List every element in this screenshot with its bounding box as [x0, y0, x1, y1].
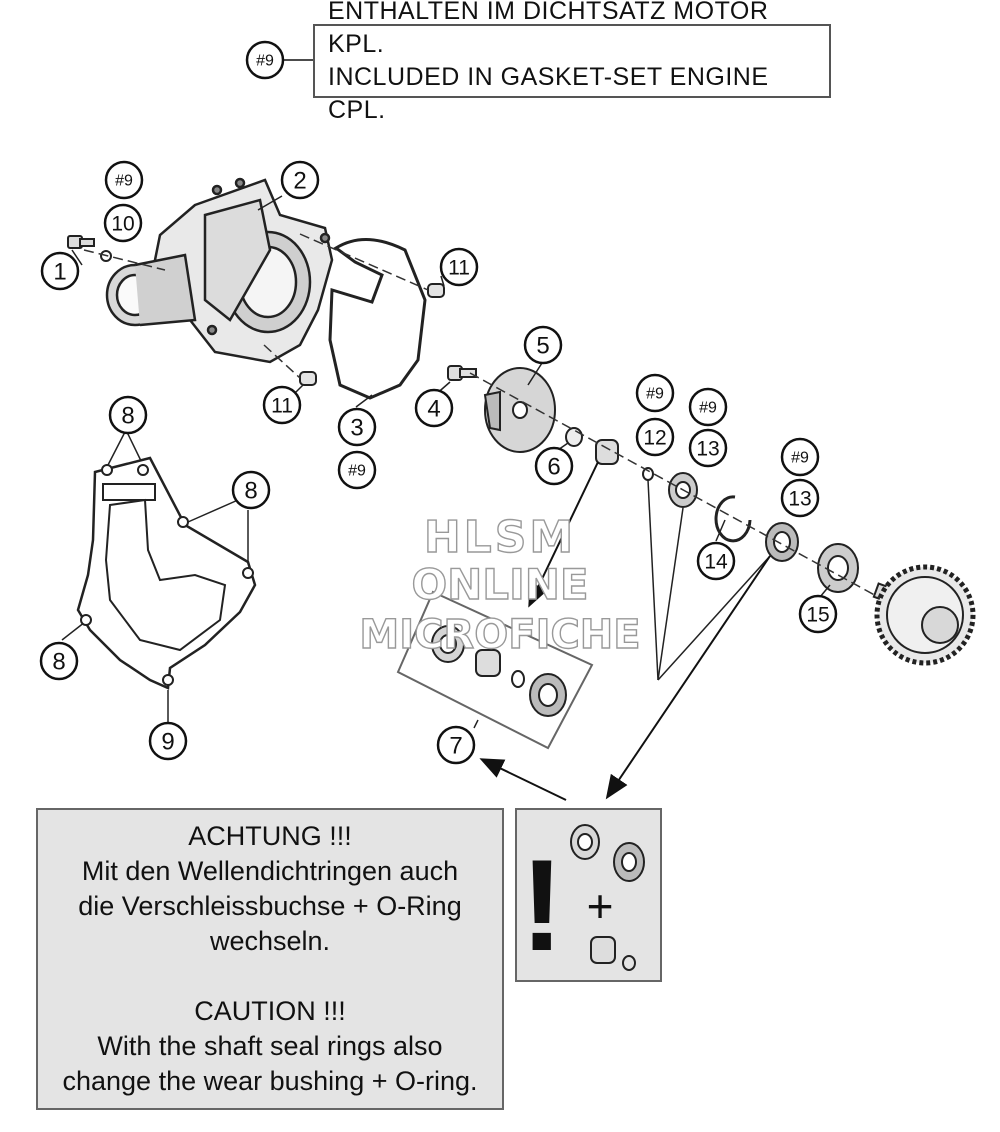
- warning-text-german-2: die Verschleissbuchse + O-Ring: [78, 891, 462, 921]
- callout-13-a: 13: [688, 428, 728, 468]
- warning-title-english: CAUTION !!!: [194, 996, 346, 1026]
- callout-hash9-e: #9: [780, 437, 820, 477]
- svg-text:8: 8: [52, 649, 65, 676]
- replacement-icon-box: ! +: [515, 808, 662, 982]
- note-line-german: ENTHALTEN IM DICHTSATZ MOTOR KPL.: [328, 0, 769, 58]
- callout-9: 9: [148, 721, 188, 761]
- svg-text:#9: #9: [348, 463, 366, 480]
- callout-4: 4: [414, 388, 454, 428]
- svg-text:8: 8: [121, 403, 134, 430]
- svg-text:7: 7: [449, 733, 462, 760]
- callout-11-a: 11: [439, 247, 479, 287]
- water-pump-housing: [105, 177, 334, 364]
- bushing-oring-icons: [590, 936, 636, 971]
- svg-text:#9: #9: [256, 53, 274, 70]
- callout-15: 15: [798, 594, 838, 634]
- callout-1: 1: [40, 251, 80, 291]
- callout-2: 2: [280, 160, 320, 200]
- part-callouts: 1 2 10 #9 11 11 3 #9 4 5 6 #9 12 #9 13 #…: [39, 40, 838, 765]
- impeller-assembly: [447, 365, 556, 453]
- warning-text-german-3: wechseln.: [209, 926, 331, 956]
- callout-10: 10: [103, 203, 143, 243]
- callout-11-b: 11: [262, 385, 302, 425]
- svg-text:6: 6: [547, 454, 560, 481]
- gasket-inner-cutout: [104, 498, 227, 652]
- note-line-english: INCLUDED IN GASKET-SET ENGINE CPL.: [328, 63, 769, 124]
- repair-kit-box: [396, 590, 594, 750]
- svg-text:2: 2: [293, 168, 306, 195]
- svg-text:15: 15: [806, 604, 829, 627]
- watermark-line-2: ONLINE: [411, 559, 589, 609]
- callout-8-c: 8: [39, 641, 79, 681]
- callout-hash9-b: #9: [337, 450, 377, 490]
- caution-box: ACHTUNG !!! Mit den Wellendichtringen au…: [36, 808, 504, 1110]
- svg-text:9: 9: [161, 729, 174, 756]
- leader-lines: [61, 195, 831, 729]
- screw-part: [67, 235, 112, 262]
- svg-text:11: 11: [448, 257, 470, 280]
- assembly-axis-lines: [83, 233, 881, 599]
- callout-6: 6: [534, 446, 574, 486]
- callout-hash9-note: #9: [245, 40, 285, 80]
- callout-hash9-d: #9: [688, 387, 728, 427]
- housing-gasket: [328, 238, 427, 400]
- svg-text:#9: #9: [646, 386, 664, 403]
- callout-8-b: 8: [231, 470, 271, 510]
- callout-7: 7: [436, 725, 476, 765]
- svg-text:5: 5: [536, 333, 549, 360]
- watermark-line-3: MICROFICHE: [359, 611, 642, 658]
- svg-text:1: 1: [53, 259, 66, 286]
- gasket-set-note: ENTHALTEN IM DICHTSATZ MOTOR KPL. INCLUD…: [313, 0, 831, 124]
- svg-text:10: 10: [111, 213, 134, 236]
- arrows: [479, 461, 771, 801]
- callout-12: 12: [635, 417, 675, 457]
- warning-text-english-1: With the shaft seal rings also: [97, 1031, 443, 1061]
- svg-text:8: 8: [244, 478, 257, 505]
- seal-ring-icons: [570, 824, 645, 882]
- warning-title-german: ACHTUNG !!!: [188, 821, 352, 851]
- svg-text:#9: #9: [699, 400, 717, 417]
- svg-text:3: 3: [350, 415, 363, 442]
- svg-text:12: 12: [643, 427, 666, 450]
- callout-8-a: 8: [108, 395, 148, 435]
- svg-text:11: 11: [271, 395, 293, 418]
- callout-5: 5: [523, 325, 563, 365]
- exclamation-icon: !: [520, 832, 563, 978]
- gasket-slot: [102, 483, 156, 501]
- svg-text:4: 4: [427, 396, 440, 423]
- plus-icon: +: [587, 880, 614, 932]
- replacement-illustration: ! +: [520, 824, 645, 978]
- callout-13-b: 13: [780, 478, 820, 518]
- callout-hash9-c: #9: [635, 373, 675, 413]
- callout-14: 14: [696, 541, 736, 581]
- dowel-pin-part: [299, 283, 445, 386]
- svg-text:14: 14: [704, 551, 728, 574]
- callout-3: 3: [337, 407, 377, 447]
- gasket-holes: [80, 464, 254, 686]
- svg-text:#9: #9: [115, 173, 133, 190]
- svg-text:13: 13: [788, 488, 811, 511]
- warning-text-german-1: Mit den Wellendichtringen auch: [81, 856, 459, 886]
- pump-gear-shaft: [872, 564, 976, 666]
- svg-text:#9: #9: [791, 450, 809, 467]
- callout-hash9-a: #9: [104, 160, 144, 200]
- watermark-line-1: HLSM: [423, 511, 577, 563]
- svg-text:13: 13: [696, 438, 719, 461]
- warning-text-english-2: change the wear bushing + O-ring.: [62, 1066, 478, 1096]
